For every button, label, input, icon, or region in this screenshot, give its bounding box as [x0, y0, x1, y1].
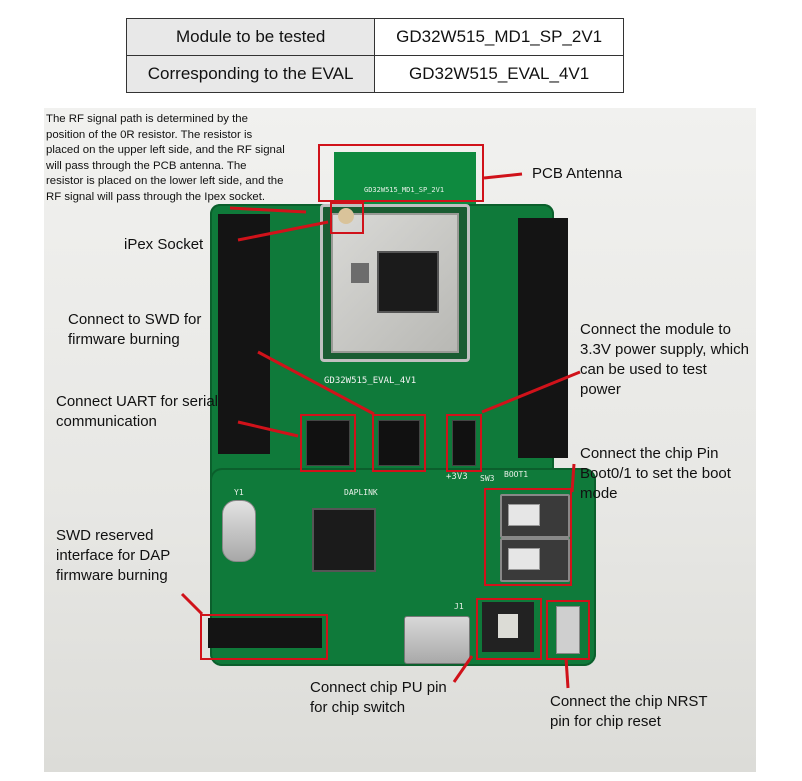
module-silk-name: GD32W515_MD1_SP_2V1	[364, 186, 445, 194]
module-mcu-chip	[377, 251, 439, 313]
rf-module	[320, 204, 470, 362]
arrow-ipex	[237, 220, 329, 242]
dap-label: SWD reserved interface for DAP firmware …	[56, 527, 170, 584]
boot-switch-box	[484, 488, 572, 586]
pu-button[interactable]	[482, 602, 534, 652]
eval-value: GD32W515_EVAL_4V1	[374, 55, 624, 93]
table-row: Corresponding to the EVAL GD32W515_EVAL_…	[125, 55, 624, 93]
nrst-button[interactable]	[556, 606, 580, 654]
pu-button-cap[interactable]	[498, 614, 518, 638]
boot1-switch[interactable]	[500, 538, 570, 582]
ipex-socket-box	[330, 202, 364, 234]
swd-label: Connect to SWD for firmware burning	[68, 311, 202, 348]
pu-label: Connect chip PU pin for chip switch	[310, 679, 447, 716]
arrow-pu	[452, 655, 474, 683]
module-tested-label: Module to be tested	[125, 18, 376, 56]
eval-label: Corresponding to the EVAL	[125, 55, 376, 93]
boot1-switch-knob[interactable]	[508, 548, 540, 570]
arrow-dap	[180, 592, 204, 616]
daplink-chip	[312, 508, 376, 572]
board-photo: GD32W515_MD1_SP_2V1 GD32W515_EVAL_4V1 +3…	[44, 108, 756, 772]
module-tested-value: GD32W515_MD1_SP_2V1	[374, 18, 624, 56]
module-crystal	[351, 263, 369, 283]
j1-silk: J1	[454, 602, 464, 611]
swd-jumper[interactable]	[378, 420, 420, 466]
pcb-antenna-label: PCB Antenna	[532, 165, 623, 182]
crystal-y1	[222, 500, 256, 562]
module-shield	[331, 213, 459, 353]
boot0-switch-knob[interactable]	[508, 504, 540, 526]
uart-label: Connect UART for serial communication	[56, 393, 219, 430]
pu-button-box	[476, 598, 542, 660]
ipex-socket-label: iPex Socket	[124, 236, 204, 253]
rf-path-note: The RF signal path is determined by the …	[46, 113, 285, 203]
eval-silk-name: GD32W515_EVAL_4V1	[324, 376, 417, 386]
arrow-uart	[237, 420, 299, 438]
right-pin-header	[518, 218, 568, 458]
arrow-rf-note	[229, 206, 307, 214]
pcb-antenna: GD32W515_MD1_SP_2V1	[334, 152, 476, 204]
pcb-antenna-box	[318, 144, 484, 202]
uart-jumper-box	[300, 414, 356, 472]
annotation-arrows	[180, 172, 581, 689]
boot0-switch[interactable]	[500, 494, 570, 538]
y1-silk: Y1	[234, 488, 244, 497]
usb-connector[interactable]	[404, 616, 470, 664]
swd-jumper-box	[372, 414, 426, 472]
arrow-boot	[570, 463, 576, 493]
nrst-label: Connect the chip NRST pin for chip reset	[550, 693, 708, 730]
arrow-pcb-antenna	[483, 172, 523, 180]
boot-label: Connect the chip Pin Boot0/1 to set the …	[580, 445, 731, 502]
dap-header-box	[200, 614, 328, 660]
boot1-silk: BOOT1	[504, 470, 529, 479]
nrst-button-box	[546, 600, 590, 660]
arrow-nrst	[564, 657, 570, 689]
arrow-power	[481, 370, 581, 414]
power-jumper-box	[446, 414, 482, 472]
dap-pin-header	[208, 618, 322, 648]
power-jumper[interactable]	[452, 420, 476, 466]
daplink-silk: DAPLINK	[344, 488, 378, 497]
v33-silk: +3V3	[446, 472, 468, 482]
power-label: Connect the module to 3.3V power supply,…	[580, 321, 749, 398]
table-row: Module to be tested GD32W515_MD1_SP_2V1	[125, 18, 624, 56]
left-pin-header	[218, 214, 270, 454]
arrow-swd	[257, 350, 375, 416]
uart-jumper[interactable]	[306, 420, 350, 466]
module-info-table: Module to be tested GD32W515_MD1_SP_2V1 …	[125, 18, 624, 93]
ipex-socket	[338, 208, 354, 224]
sw3-silk: SW3	[480, 474, 495, 483]
